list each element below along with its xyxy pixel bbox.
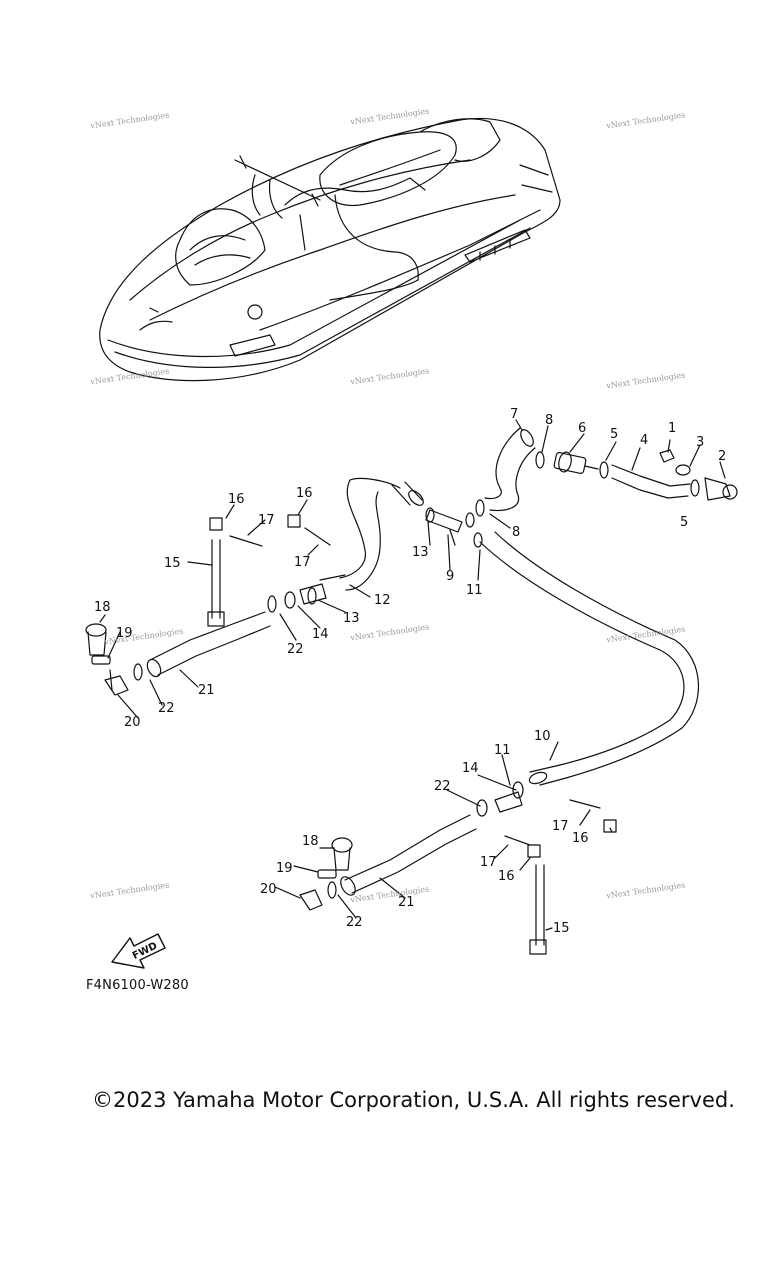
callout-8-top: 8 — [545, 413, 553, 428]
callout-17-c: 17 — [552, 819, 569, 834]
callout-5-top: 5 — [610, 427, 618, 442]
hose-set — [85, 419, 738, 955]
callout-1: 1 — [668, 421, 676, 436]
callout-21-lower: 21 — [398, 895, 415, 910]
callout-5-right: 5 — [680, 515, 688, 530]
callout-22-mid: 22 — [287, 642, 304, 657]
fwd-arrow-icon: FWD — [111, 933, 166, 969]
callout-9: 9 — [446, 569, 454, 584]
callout-16-b: 16 — [296, 486, 313, 501]
callout-13-left: 13 — [343, 611, 360, 626]
callout-15-lower: 15 — [553, 921, 570, 936]
callout-13-top: 13 — [412, 545, 429, 560]
callout-22-left: 22 — [158, 701, 175, 716]
callout-14-lower: 14 — [462, 761, 479, 776]
callout-3: 3 — [696, 435, 704, 450]
callout-15-left: 15 — [164, 556, 181, 571]
callout-17-d: 17 — [480, 855, 497, 870]
callout-14-left: 14 — [312, 627, 329, 642]
callout-20-left: 20 — [124, 715, 141, 730]
callout-11-lower: 11 — [494, 743, 511, 758]
callout-11-top: 11 — [466, 583, 483, 598]
callout-10: 10 — [534, 729, 551, 744]
callout-8-mid: 8 — [512, 525, 520, 540]
callout-22-bottom: 22 — [346, 915, 363, 930]
watercraft-illustration — [99, 117, 561, 382]
callouts: 1 2 3 4 5 5 6 7 8 8 9 10 11 11 12 13 13 … — [94, 407, 726, 936]
callout-12: 12 — [374, 593, 391, 608]
callout-17-b: 17 — [294, 555, 311, 570]
callout-2: 2 — [718, 449, 726, 464]
copyright-notice: ©2023 Yamaha Motor Corporation, U.S.A. A… — [92, 1088, 735, 1112]
callout-4: 4 — [640, 433, 648, 448]
callout-22-lower: 22 — [434, 779, 451, 794]
callout-6: 6 — [578, 421, 586, 436]
callout-19-left: 19 — [116, 626, 133, 641]
callout-17-a: 17 — [258, 513, 275, 528]
callout-18-left: 18 — [94, 600, 111, 615]
callout-16-c: 16 — [572, 831, 589, 846]
callout-16-a: 16 — [228, 492, 245, 507]
callout-18-lower: 18 — [302, 834, 319, 849]
callout-20-lower: 20 — [260, 882, 277, 897]
callout-21-left: 21 — [198, 683, 215, 698]
callout-7: 7 — [510, 407, 518, 422]
callout-19-lower: 19 — [276, 861, 293, 876]
diagram-code: F4N6100-W280 — [86, 978, 189, 993]
fwd-label: FWD — [131, 941, 159, 962]
callout-16-d: 16 — [498, 869, 515, 884]
